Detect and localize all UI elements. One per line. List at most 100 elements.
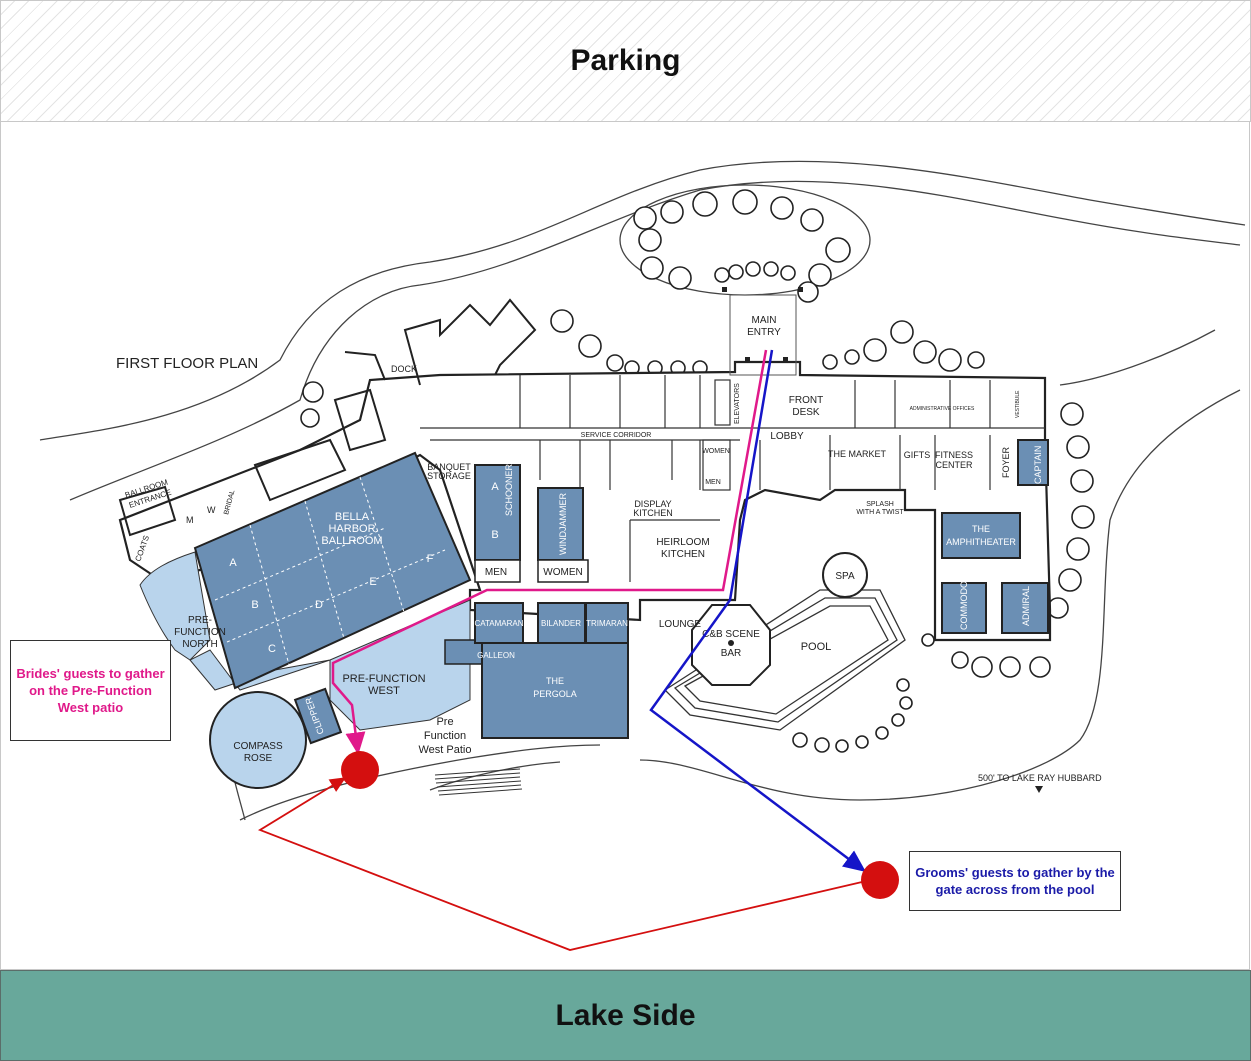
women-label-2: WOMEN bbox=[702, 448, 730, 455]
pre-function-north-area bbox=[139, 551, 211, 661]
groom-note-text: Grooms' guests to gather by the gate acr… bbox=[915, 865, 1115, 897]
schooner-a-label: A bbox=[491, 481, 499, 493]
patio-label-2: Function bbox=[424, 730, 466, 742]
catamaran-label: CATAMARAN bbox=[474, 619, 523, 628]
pool-label: POOL bbox=[801, 641, 832, 653]
splash-label-1: SPLASH bbox=[866, 501, 894, 508]
front-desk-label-2: DESK bbox=[792, 407, 820, 418]
admin-offices-label: ADMINISTRATIVE OFFICES bbox=[910, 406, 975, 412]
fitness-center-label-2: CENTER bbox=[935, 460, 973, 470]
ballroom-label-3: BALLROOM bbox=[321, 535, 382, 547]
gifts-label: GIFTS bbox=[904, 450, 931, 460]
men-label-1: MEN bbox=[485, 567, 507, 578]
bride-note: Brides' guests to gather on the Pre-Func… bbox=[10, 640, 171, 741]
ballroom-section-e: E bbox=[369, 576, 376, 588]
bella-harbor-ballroom bbox=[193, 451, 472, 690]
lobby-label: LOBBY bbox=[770, 431, 804, 442]
galleon-label: GALLEON bbox=[477, 651, 515, 660]
groom-note: Grooms' guests to gather by the gate acr… bbox=[909, 851, 1121, 911]
interior-walls bbox=[420, 375, 1045, 582]
pool-area bbox=[663, 589, 906, 731]
banquet-storage-label-2: STORAGE bbox=[427, 471, 471, 481]
schooner-label: SCHOONER bbox=[504, 463, 514, 516]
ballroom-section-f: F bbox=[427, 553, 434, 565]
spa bbox=[822, 552, 868, 598]
patio-label-3: West Patio bbox=[419, 744, 472, 756]
lake-side-label: Lake Side bbox=[555, 998, 696, 1032]
lake-ray-label: 500' TO LAKE RAY HUBBARD bbox=[978, 773, 1102, 783]
banquet-storage-label-1: BANQUET bbox=[427, 462, 471, 472]
groom-gathering-marker bbox=[861, 861, 899, 899]
women-label-1: WOMEN bbox=[543, 567, 582, 578]
men-label-2: MEN bbox=[705, 479, 721, 486]
pergola-label-2: PERGOLA bbox=[533, 689, 577, 699]
compass-rose-label-1: COMPASS bbox=[233, 741, 283, 752]
cb-scene-label-1: C&B SCENE bbox=[702, 629, 760, 640]
splash-label-2: WITH A TWIST bbox=[856, 509, 904, 516]
pre-function-north-label-3: NORTH bbox=[182, 639, 217, 650]
foyer-label: FOYER bbox=[1001, 446, 1011, 478]
ballroom-section-a: A bbox=[229, 557, 237, 569]
windjammer-room bbox=[537, 487, 584, 561]
pergola-label-1: THE bbox=[546, 676, 564, 686]
w-restroom-label: W bbox=[207, 505, 216, 515]
dock-label: DOCK bbox=[391, 364, 417, 374]
heirloom-kitchen-label-1: HEIRLOOM bbox=[656, 537, 709, 548]
captain-room bbox=[1017, 439, 1049, 486]
pre-function-west-label-2: WEST bbox=[368, 685, 400, 697]
windjammer-label: WINDJAMMER bbox=[558, 493, 568, 555]
spa-label: SPA bbox=[835, 571, 855, 582]
bride-route bbox=[331, 349, 768, 755]
display-kitchen-label-2: KITCHEN bbox=[633, 508, 673, 518]
compass-rose-label-2: ROSE bbox=[244, 753, 273, 764]
floor-plan-map: FIRST FLOOR PLAN DOCK BALLROOM ENTRANCE … bbox=[0, 121, 1251, 970]
amphitheater-room bbox=[941, 512, 1021, 559]
dock-outline bbox=[118, 298, 537, 537]
parking-area: Parking bbox=[0, 0, 1251, 122]
bride-note-text: Brides' guests to gather on the Pre-Func… bbox=[16, 666, 165, 715]
connecting-route bbox=[257, 777, 863, 951]
schooner-b-label: B bbox=[491, 529, 498, 541]
cb-scene-label-2: BAR bbox=[721, 648, 742, 659]
pre-function-west-label-1: PRE-FUNCTION bbox=[342, 673, 425, 685]
heirloom-kitchen-label-2: KITCHEN bbox=[661, 549, 705, 560]
trees bbox=[300, 309, 1095, 753]
admiral-room bbox=[1001, 582, 1049, 634]
compass-rose-room bbox=[209, 691, 307, 789]
ballroom-section-d: D bbox=[315, 599, 323, 611]
fitness-center-label-1: FITNESS bbox=[935, 450, 973, 460]
building-outline bbox=[118, 360, 1052, 642]
display-kitchen-label-1: DISPLAY bbox=[634, 499, 671, 509]
pre-function-north-label-1: PRE- bbox=[188, 615, 212, 626]
pre-function-north-label-2: FUNCTION bbox=[174, 627, 226, 638]
grounds-outline bbox=[39, 160, 1246, 821]
m-restroom-label: M bbox=[186, 515, 194, 525]
trimaran-room bbox=[585, 602, 629, 644]
commodore-label: COMMODORE bbox=[959, 569, 969, 631]
main-entry-label-2: ENTRY bbox=[747, 327, 781, 338]
bride-gathering-marker bbox=[341, 751, 379, 789]
lake-side-area: Lake Side bbox=[0, 970, 1251, 1061]
commodore-room bbox=[941, 582, 987, 634]
plan-title: FIRST FLOOR PLAN bbox=[116, 355, 258, 372]
market-label: THE MARKET bbox=[828, 449, 887, 459]
ballroom-label-2: HARBOR bbox=[328, 523, 375, 535]
groom-route bbox=[649, 349, 866, 873]
patio-steps bbox=[434, 768, 523, 796]
down-arrow-icon bbox=[1035, 786, 1043, 793]
admiral-label: ADMIRAL bbox=[1021, 586, 1031, 626]
vestibule-label: VESTIBULE bbox=[1015, 390, 1021, 418]
amphitheater-label-1: THE bbox=[972, 524, 990, 534]
patio-label-1: Pre bbox=[436, 716, 453, 728]
amphitheater-label-2: AMPHITHEATER bbox=[946, 537, 1016, 547]
schooner-room bbox=[474, 464, 521, 561]
clipper-room bbox=[293, 687, 343, 745]
elevators-label: ELEVATORS bbox=[734, 383, 741, 424]
ballroom-label-1: BELLA bbox=[335, 511, 370, 523]
parking-label: Parking bbox=[570, 44, 681, 77]
bilander-room bbox=[537, 602, 586, 644]
front-desk-label-1: FRONT bbox=[789, 395, 823, 406]
main-entry-label-1: MAIN bbox=[752, 315, 777, 326]
trimaran-label: TRIMARAN bbox=[586, 619, 628, 628]
pergola-room bbox=[481, 642, 629, 739]
